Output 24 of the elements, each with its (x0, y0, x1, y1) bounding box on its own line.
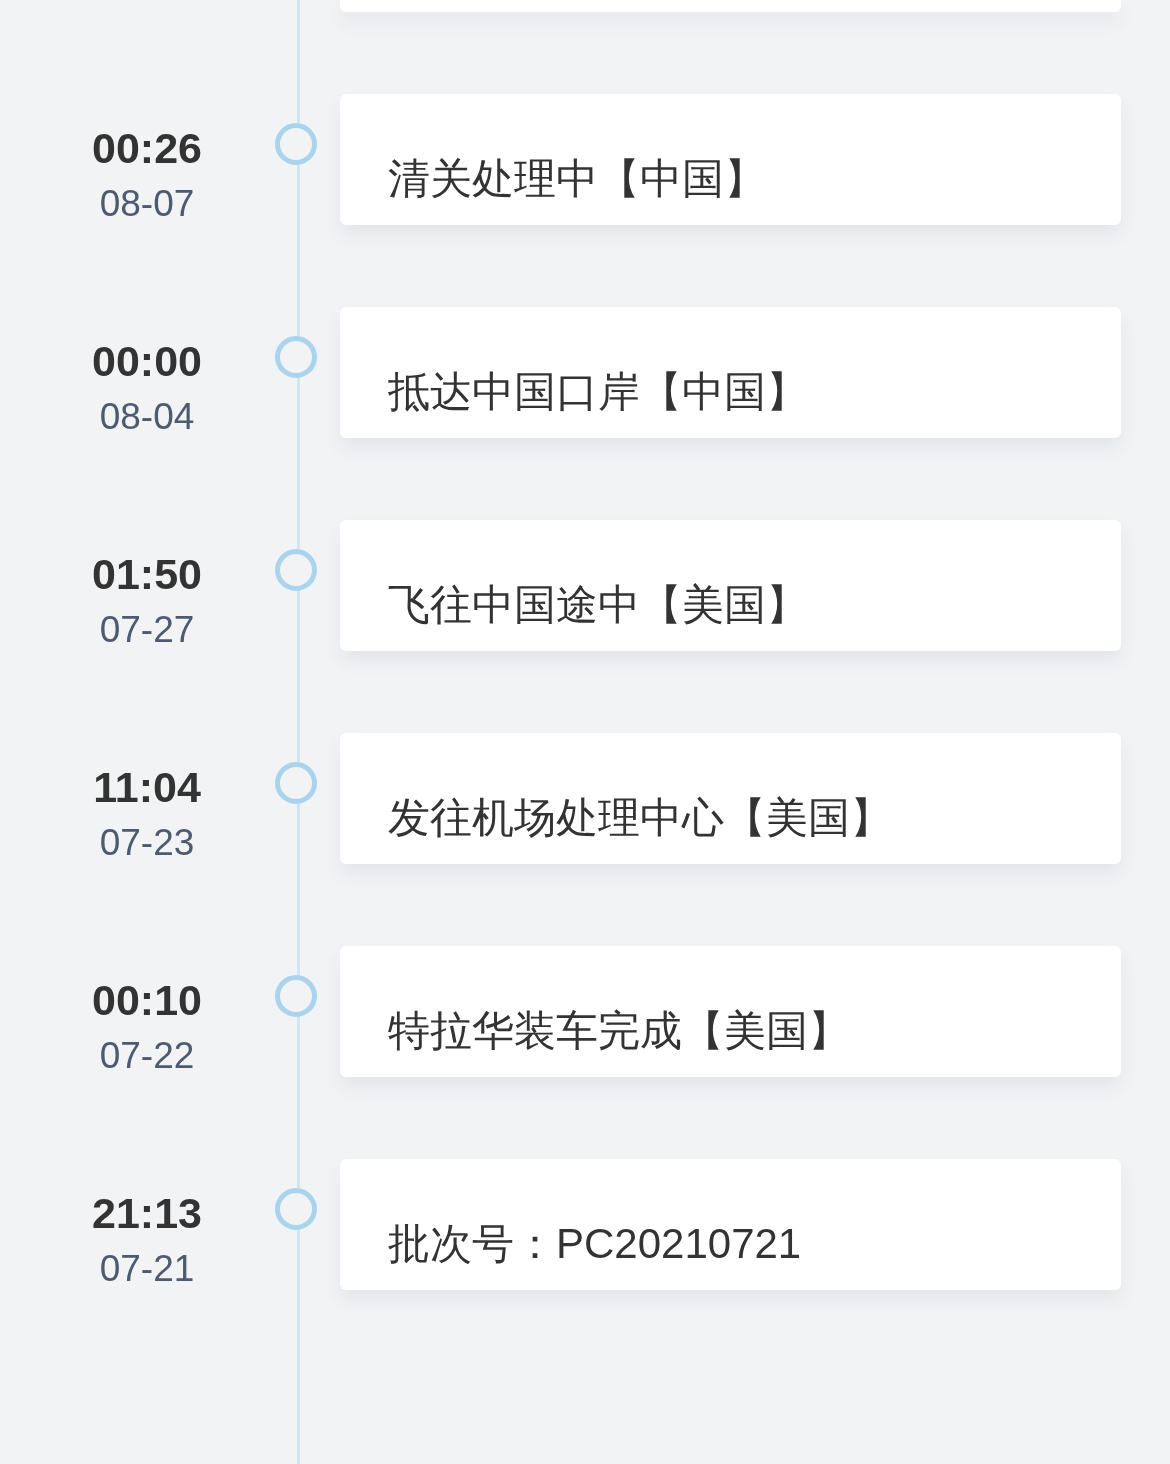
event-time: 01:50 (92, 553, 202, 596)
event-time: 00:26 (92, 127, 202, 170)
event-date: 07-22 (99, 1037, 195, 1074)
event-card (340, 520, 1121, 651)
event-date: 07-23 (99, 824, 195, 861)
event-description: 特拉华装车完成【美国】 (388, 1010, 850, 1052)
event-date: 07-21 (99, 1250, 195, 1287)
event-time: 11:04 (93, 766, 201, 809)
event-description: 飞往中国途中【美国】 (388, 584, 808, 626)
event-card (340, 1159, 1121, 1290)
event-description: 抵达中国口岸【中国】 (388, 371, 808, 413)
event-description: 清关处理中【中国】 (388, 158, 766, 200)
event-time: 00:10 (92, 979, 202, 1022)
event-date: 07-27 (99, 611, 195, 648)
event-date: 08-07 (99, 185, 195, 222)
event-card (340, 307, 1121, 438)
event-card (340, 733, 1121, 864)
event-description: 批次号：PC20210721 (388, 1223, 802, 1265)
event-time: 00:00 (92, 340, 202, 383)
event-card (340, 94, 1121, 225)
event-date: 08-04 (99, 398, 195, 435)
event-description: 发往机场处理中心【美国】 (388, 797, 892, 839)
event-card (340, 946, 1121, 1077)
event-time: 21:13 (92, 1192, 202, 1235)
